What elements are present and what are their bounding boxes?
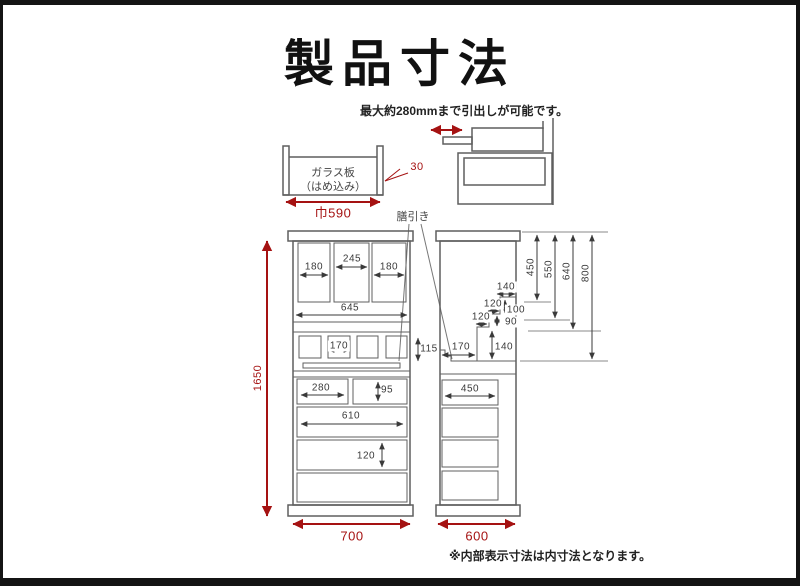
small-door-width-dim: 170 [327,340,351,352]
side-view-drawing [435,230,521,517]
step-mid-width-dim: 120 [481,298,505,310]
front-view-drawing [287,230,414,517]
glass-panel-label: ガラス板 [311,167,355,179]
step-top-width-dim: 140 [494,281,518,293]
shelf-width-dim: 645 [340,302,360,314]
drawer-b-height-dim: 95 [380,384,394,396]
overall-height-dim: 1650 [252,364,264,392]
page-title: 製品寸法 [284,34,516,93]
overall-depth-dim: 600 [465,528,489,544]
side-drawer-depth-dim: 450 [460,383,480,395]
tray-label: 膳引き [396,211,430,223]
small-row-height-dim: 115 [420,343,438,355]
inner-dimension-note: ※内部表示寸法は内寸法となります。 [449,549,652,563]
drawer-d-height-dim: 120 [356,450,376,462]
glass-mount-label: （はめ込み） [300,181,366,193]
front-view-dim-lines [295,264,421,468]
height-640-dim: 640 [561,261,573,281]
counter-depth-dim: 170 [451,341,471,353]
glass-thickness-dim: 30 [410,161,424,173]
pullout-note: 最大約280mmまで引出しが可能です。 [360,104,569,118]
door-center-width-dim: 245 [342,253,362,265]
height-550-dim: 550 [543,259,555,279]
counter-height-dim: 140 [492,341,516,353]
overall-width-dim: 700 [340,528,364,544]
height-450-dim: 450 [525,257,537,277]
pullout-detail-drawing [442,118,554,205]
step-mid-height-dim: 100 [504,304,528,316]
door-left-width-dim: 180 [304,261,324,273]
step-low-height-dim: 90 [502,316,520,328]
side-view-height-dims [520,231,608,362]
drawer-c-width-dim: 610 [341,410,361,422]
front-view-red-dims [261,240,411,530]
glass-panel-drawing [282,145,384,196]
door-right-width-dim: 180 [379,261,399,273]
step-low-width-dim: 120 [469,311,493,323]
height-800-dim: 800 [580,263,592,283]
glass-width-dim: 巾590 [314,205,352,221]
tray-leader-lines [398,223,453,362]
glass-panel-dims [285,168,409,208]
drawer-a-width-dim: 280 [311,382,331,394]
